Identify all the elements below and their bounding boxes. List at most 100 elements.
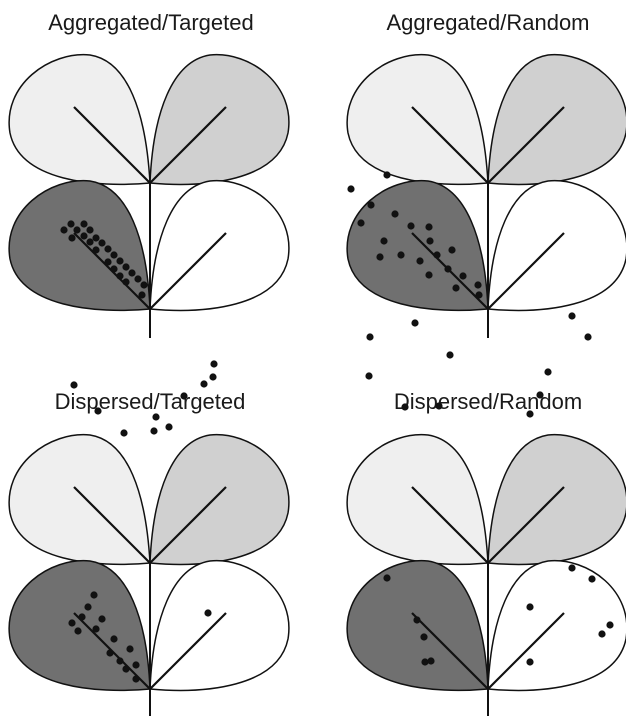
insect-dot	[98, 615, 105, 622]
insect-dot	[584, 333, 591, 340]
insect-dot	[60, 226, 67, 233]
insect-dot	[92, 234, 99, 241]
insect-dot	[380, 237, 387, 244]
leaf-lower-right	[488, 561, 626, 691]
insect-dot	[68, 619, 75, 626]
insect-dot	[357, 219, 364, 226]
insect-dot	[132, 675, 139, 682]
insect-dot	[209, 373, 216, 380]
plant-panel-0	[9, 55, 289, 338]
insect-dot	[73, 226, 80, 233]
insect-dot	[376, 253, 383, 260]
insect-dot	[210, 360, 217, 367]
insect-dot	[90, 591, 97, 598]
leaf-upper-left	[9, 55, 150, 185]
insect-dot	[94, 407, 101, 414]
insect-dot	[92, 625, 99, 632]
insect-dot	[397, 251, 404, 258]
insect-dot	[67, 220, 74, 227]
insect-dot	[74, 627, 81, 634]
insect-dot	[452, 284, 459, 291]
leaf-lower-left	[9, 181, 150, 311]
insect-dot	[80, 232, 87, 239]
insect-dot	[459, 272, 466, 279]
insect-dot	[425, 223, 432, 230]
insect-dot	[536, 391, 543, 398]
insect-dot	[68, 234, 75, 241]
leaf-upper-right	[150, 435, 289, 565]
insect-dot	[526, 410, 533, 417]
insect-dot	[200, 380, 207, 387]
insect-dot	[413, 616, 420, 623]
leaf-upper-right	[488, 435, 626, 565]
insect-dot	[70, 381, 77, 388]
insect-dot	[366, 333, 373, 340]
insect-dot	[446, 351, 453, 358]
insect-dot	[588, 575, 595, 582]
insect-dot	[86, 226, 93, 233]
insect-dot	[411, 319, 418, 326]
insect-dot	[204, 609, 211, 616]
plant-panel-2	[9, 360, 289, 716]
plant-panel-1	[347, 55, 626, 338]
insect-dot	[427, 657, 434, 664]
insect-dot	[365, 372, 372, 379]
leaf-lower-right	[488, 181, 626, 311]
leaf-upper-left	[347, 55, 488, 185]
leaf-upper-right	[150, 55, 289, 185]
insect-dot	[122, 665, 129, 672]
insect-dot	[86, 238, 93, 245]
insect-dot	[568, 312, 575, 319]
insect-dot	[435, 402, 442, 409]
insect-dot	[152, 413, 159, 420]
insect-dot	[367, 201, 374, 208]
insect-dot	[78, 613, 85, 620]
leaf-upper-left	[347, 435, 488, 565]
leaf-upper-left	[9, 435, 150, 565]
insect-dot	[110, 265, 117, 272]
insect-dot	[110, 635, 117, 642]
insect-dot	[110, 251, 117, 258]
insect-dot	[426, 237, 433, 244]
plant-panel-3	[347, 312, 626, 716]
insect-dot	[138, 291, 145, 298]
insect-dot	[526, 658, 533, 665]
leaf-lower-right	[150, 181, 289, 311]
insect-dot	[120, 429, 127, 436]
insect-dot	[98, 239, 105, 246]
insect-dot	[122, 263, 129, 270]
insect-dot	[80, 220, 87, 227]
insect-dot	[421, 658, 428, 665]
insect-dot	[544, 368, 551, 375]
insect-dot	[407, 222, 414, 229]
insect-dot	[150, 427, 157, 434]
insect-dot	[444, 265, 451, 272]
leaf-lower-left	[347, 181, 488, 311]
insect-dot	[128, 269, 135, 276]
insect-dot	[165, 423, 172, 430]
insect-dot	[104, 258, 111, 265]
insect-dot	[420, 633, 427, 640]
insect-dot	[126, 645, 133, 652]
insect-dot	[475, 291, 482, 298]
insect-dot	[433, 251, 440, 258]
insect-dot	[116, 272, 123, 279]
insect-dot	[383, 171, 390, 178]
leaf-lower-right	[150, 561, 289, 691]
insect-dot	[132, 661, 139, 668]
insect-dot	[180, 392, 187, 399]
insect-dot	[92, 246, 99, 253]
insect-dot	[598, 630, 605, 637]
insect-dot	[140, 281, 147, 288]
insect-dot	[448, 246, 455, 253]
insect-dot	[347, 185, 354, 192]
insect-dot	[401, 403, 408, 410]
insect-dot	[104, 245, 111, 252]
insect-dot	[416, 257, 423, 264]
leaf-lower-left	[347, 561, 488, 691]
insect-dot	[606, 621, 613, 628]
insect-dot	[526, 603, 533, 610]
insect-dot	[568, 564, 575, 571]
